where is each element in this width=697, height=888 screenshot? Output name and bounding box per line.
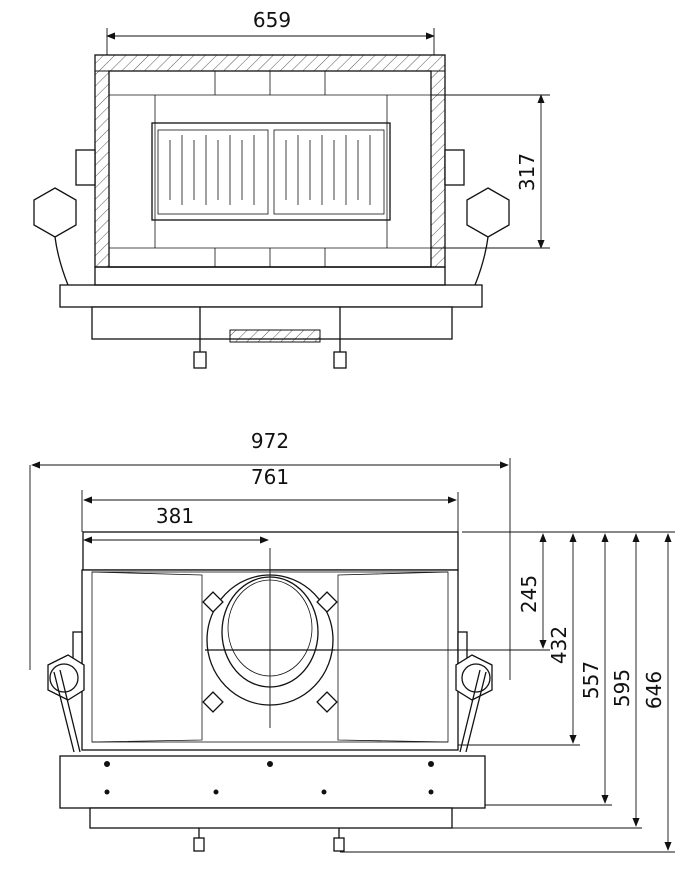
flue-brackets xyxy=(202,591,338,713)
dim-label-flue-depth: 245 xyxy=(517,575,541,613)
right-hatched-insulation xyxy=(430,70,446,268)
lower-plate xyxy=(89,807,453,829)
left-foot xyxy=(193,351,207,369)
base-rail xyxy=(59,284,483,308)
top-plate xyxy=(82,531,459,571)
top-hatched-insulation xyxy=(94,54,446,72)
dim-label-width: 659 xyxy=(253,8,291,32)
dim-label-overall-depth: 646 xyxy=(642,671,666,709)
dim-label-front-depth: 557 xyxy=(579,661,603,699)
dim-label-flue-offset: 381 xyxy=(156,504,194,528)
right-foot xyxy=(333,351,347,369)
dim-label-plate-depth: 595 xyxy=(610,669,634,707)
left-hex-nut-icon xyxy=(33,187,77,238)
front-view: 659 317 xyxy=(33,8,550,369)
right-foot xyxy=(333,837,345,852)
left-foot xyxy=(193,837,205,852)
grate xyxy=(151,122,391,221)
dim-label-body-depth: 432 xyxy=(547,626,571,664)
grate-slots xyxy=(169,135,371,205)
dim-label-overall-width: 972 xyxy=(251,429,289,453)
dim-label-body-width: 761 xyxy=(251,465,289,489)
left-hatched-insulation xyxy=(94,70,110,268)
vent-slot xyxy=(229,329,321,343)
firebrick-joints xyxy=(109,71,431,267)
plan-view: 972 761 381 245 432 557 595 646 xyxy=(29,429,675,853)
dim-label-height: 317 xyxy=(515,153,539,191)
right-hex-nut-icon xyxy=(466,187,510,238)
